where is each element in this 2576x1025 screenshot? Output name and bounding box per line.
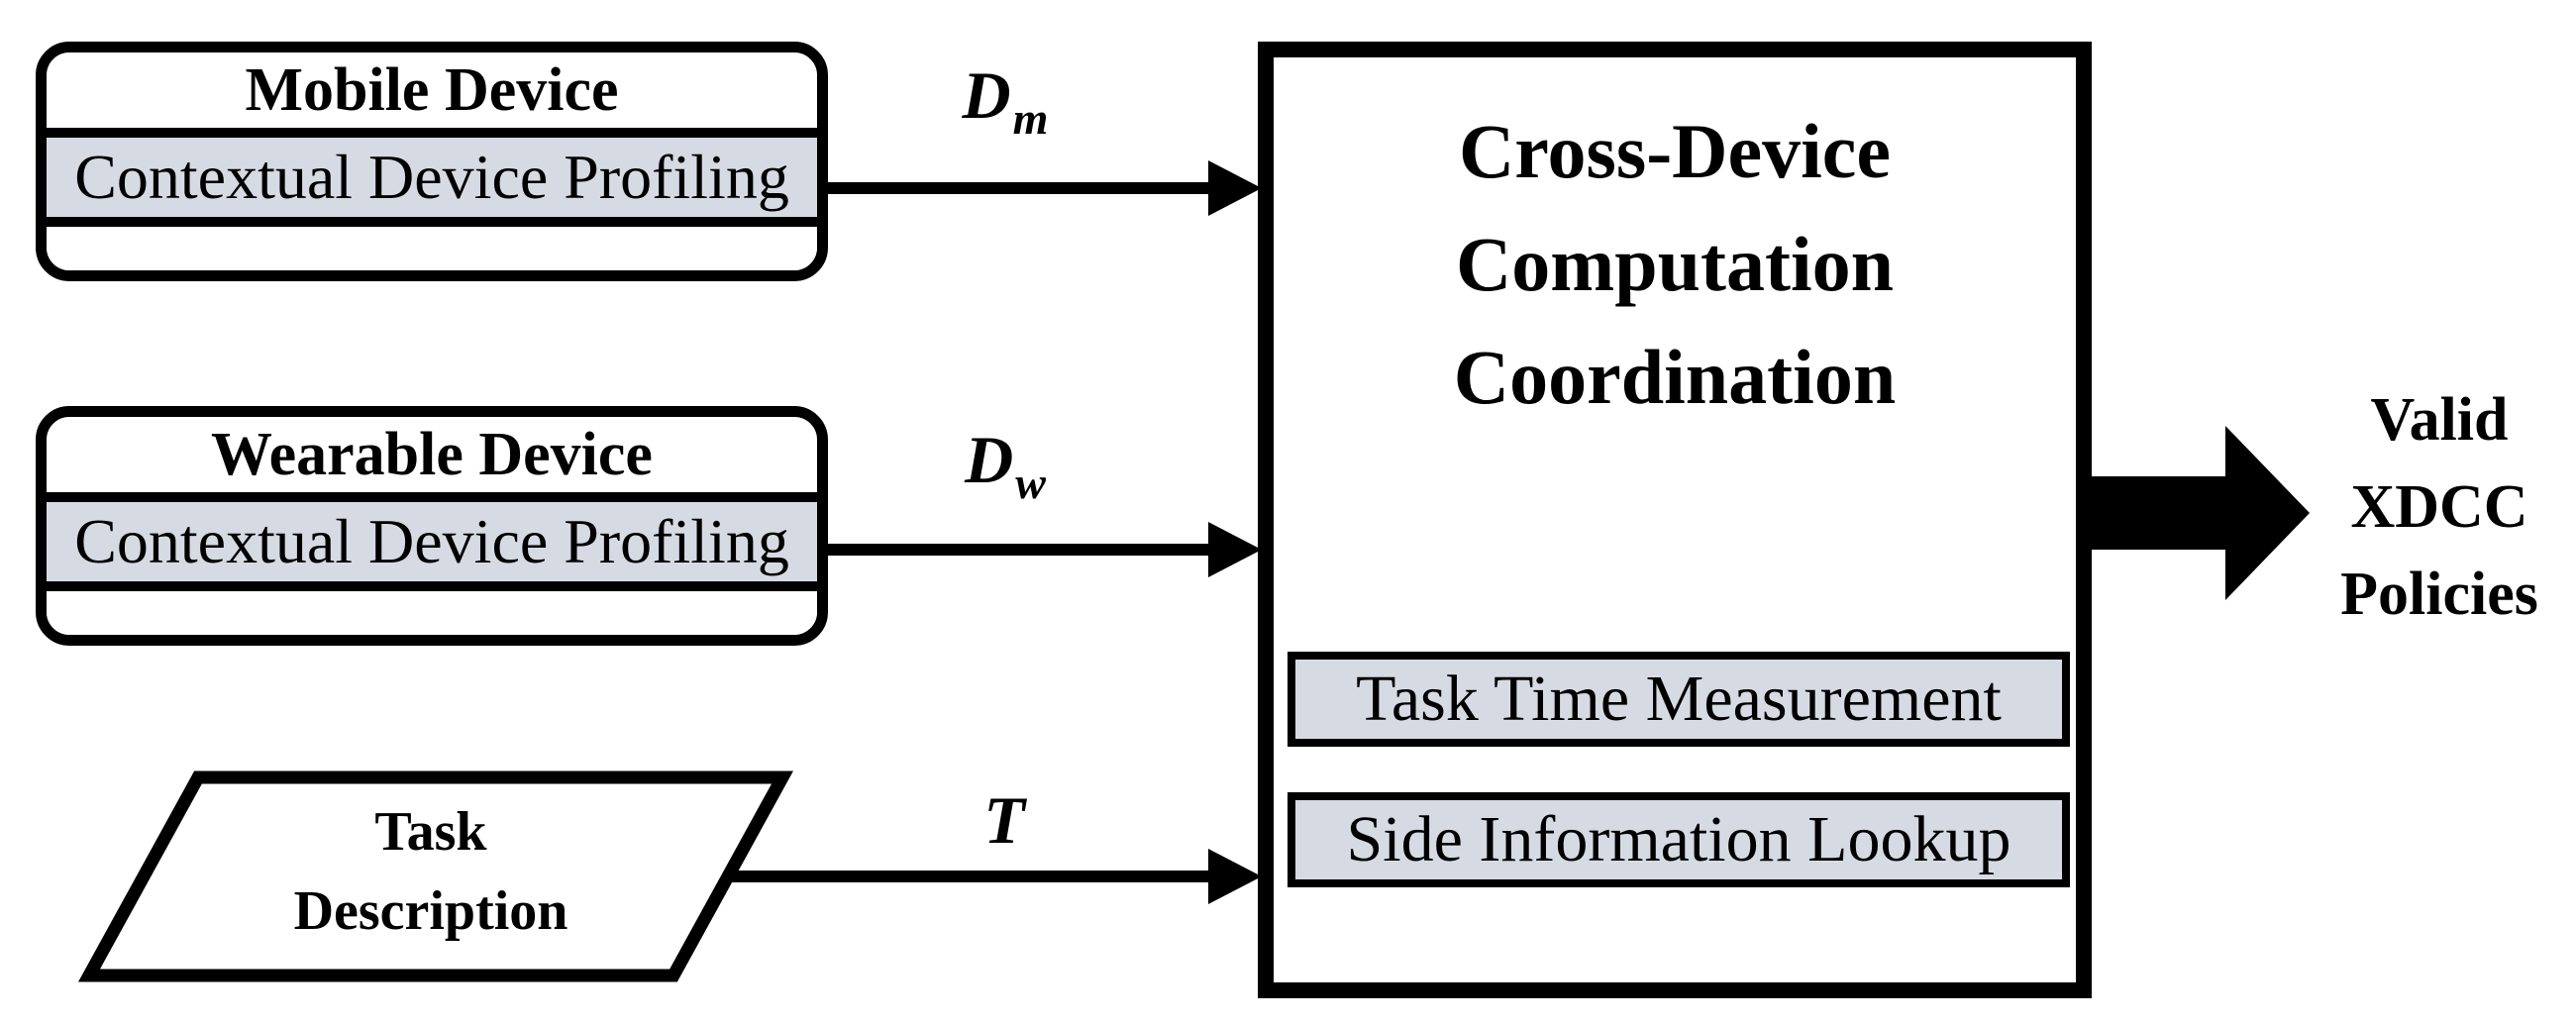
dw-subscript: w: [1015, 458, 1046, 508]
main-box-title: Cross-Device Computation Coordination: [1274, 95, 2076, 434]
mobile-device-box: Mobile Device Contextual Device Profilin…: [36, 42, 828, 281]
dw-edge-label: Dw: [906, 426, 1104, 506]
wearable-device-box: Wearable Device Contextual Device Profil…: [36, 406, 828, 646]
t-arrow-head: [1208, 849, 1262, 904]
dw-arrow-head: [1208, 522, 1262, 577]
task-description-label: Task Description: [139, 792, 723, 951]
dm-edge-label: Dm: [906, 61, 1104, 142]
wearable-contextual-profiling-module: Contextual Device Profiling: [47, 492, 817, 591]
dm-symbol: D: [962, 57, 1011, 133]
main-title-line1: Cross-Device: [1458, 108, 1892, 194]
mobile-contextual-profiling-module: Contextual Device Profiling: [47, 128, 817, 227]
t-edge-label: T: [906, 786, 1104, 867]
task-time-measurement-module: Task Time Measurement: [1288, 652, 2070, 747]
wearable-device-title: Wearable Device: [211, 421, 653, 488]
dm-arrow-head: [1208, 160, 1262, 216]
task-description-line1: Task: [374, 801, 487, 863]
valid-xdcc-policies-label: Valid XDCC Policies: [2308, 376, 2571, 638]
dw-symbol: D: [965, 422, 1014, 497]
output-line1: Valid: [2370, 386, 2509, 454]
mobile-device-title: Mobile Device: [245, 56, 619, 124]
t-symbol: T: [983, 782, 1025, 858]
task-description-shape: [78, 770, 793, 982]
main-title-line2: Computation: [1455, 221, 1895, 307]
dm-subscript: m: [1012, 93, 1049, 144]
side-information-lookup-module: Side Information Lookup: [1288, 792, 2070, 887]
task-description-line2: Description: [293, 880, 568, 942]
output-block-arrow: [2080, 426, 2310, 600]
wearable-device-bottom-strip: [47, 591, 817, 635]
mobile-device-bottom-strip: [47, 227, 817, 270]
output-line2: XDCC: [2350, 473, 2528, 541]
output-line3: Policies: [2340, 561, 2538, 628]
main-title-line3: Coordination: [1453, 334, 1897, 420]
cross-device-computation-coordination-box: Cross-Device Computation Coordination Ta…: [1258, 42, 2092, 998]
